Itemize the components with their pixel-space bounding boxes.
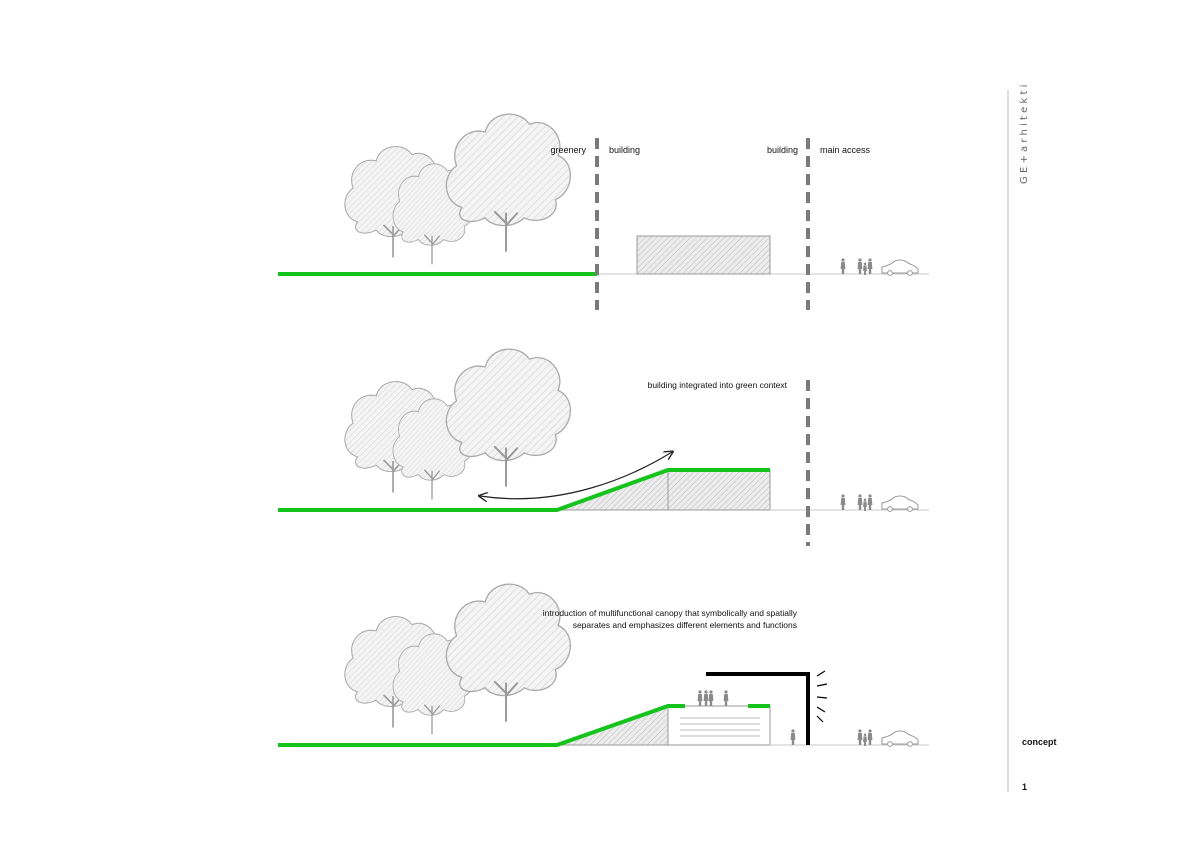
panel-1-existing-condition: greenery building building main access [278,114,929,310]
page-number: 1 [1022,782,1027,792]
car-icon [881,495,919,512]
curved-double-arrow-icon [480,452,672,499]
panel-2-integration: building integrated into green context [278,349,929,546]
green-roof-line [278,704,685,747]
panel-3-canopy: introduction of multifunctional canopy t… [278,584,929,747]
note-canopy-line2: separates and emphasizes different eleme… [573,620,797,630]
tree-icon [345,349,571,499]
sidebar: GE+arhitekti concept 1 [1007,81,1057,792]
sheet-title: concept [1022,737,1057,747]
building-with-green-slope [556,469,771,511]
brand-logo: GE+arhitekti [1019,81,1030,184]
light-rays-icon [816,670,828,723]
note-integration: building integrated into green context [648,380,788,390]
building-floor-lines [680,717,760,737]
label-building-right: building [767,145,798,155]
label-greenery: greenery [550,145,586,155]
car-icon [881,259,919,276]
note-canopy-line1: introduction of multifunctional canopy t… [543,608,798,618]
pedestrian-icon [841,258,873,275]
canopy-frame [706,672,810,745]
car-icon [881,730,919,747]
building-volume [667,705,771,746]
building-block [636,235,771,275]
label-main-access: main access [820,145,871,155]
label-building-left: building [609,145,640,155]
pedestrian-icon [841,494,873,511]
pedestrian-icon [857,729,873,746]
tree-icon [345,584,571,734]
tree-icon [345,114,571,264]
